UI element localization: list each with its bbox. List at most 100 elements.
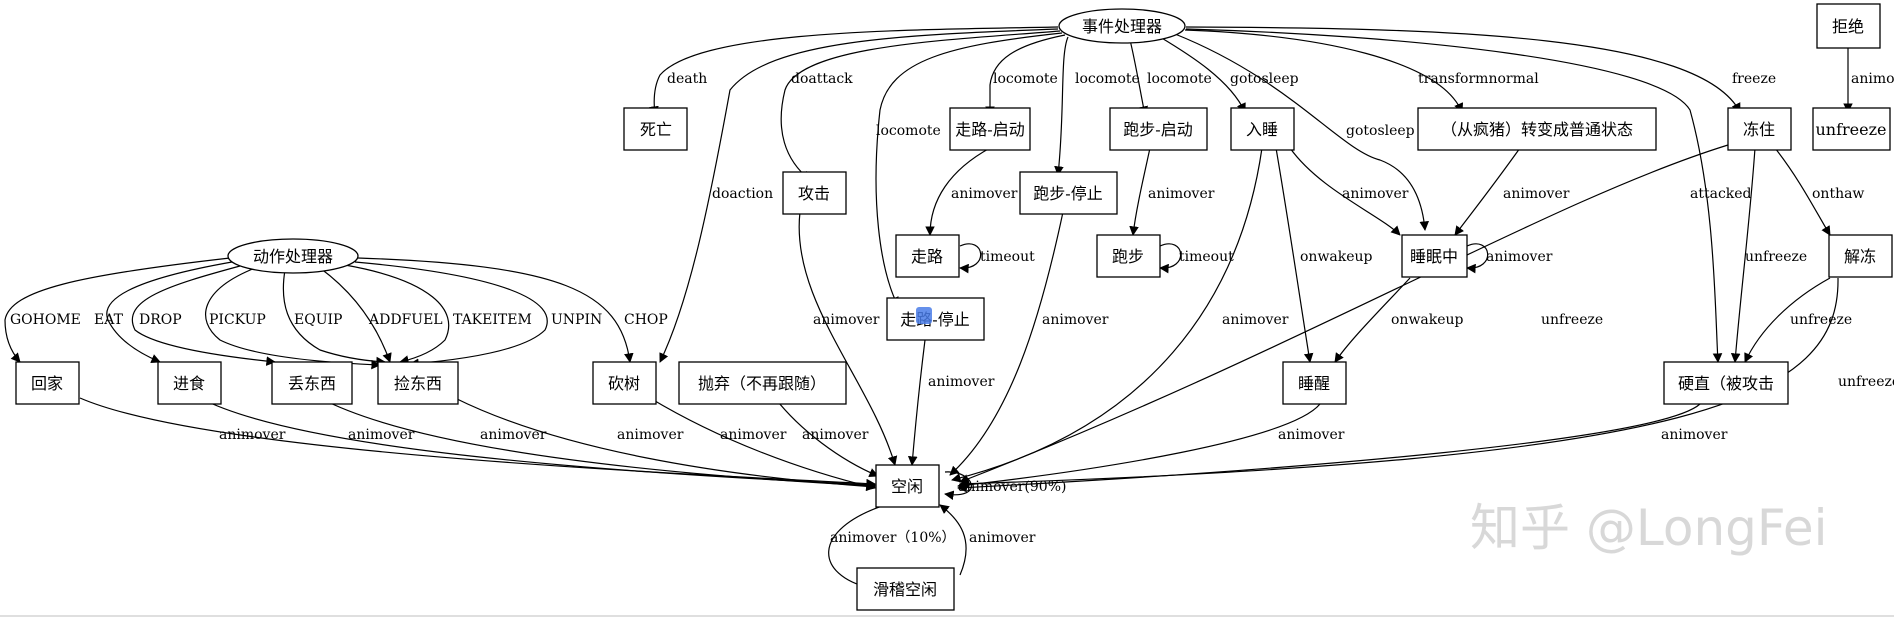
edge-label: UNPIN — [551, 312, 602, 328]
edge-label: animover — [813, 312, 880, 328]
edge-action-equip — [282, 269, 386, 367]
edge-sleeping-self — [1466, 243, 1489, 274]
node-chop: 砍树 — [592, 361, 657, 405]
edge-label: unfreeze — [1838, 374, 1894, 390]
node-walk-stop: 走路-停止 — [886, 297, 985, 341]
node-drop: 丢东西 — [271, 361, 353, 405]
node-frozen: 冻住 — [1727, 107, 1792, 151]
node-label: 睡眠中 — [1410, 247, 1458, 266]
edge-label: locomote — [1075, 71, 1140, 87]
node-label: 砍树 — [608, 374, 640, 393]
edge-action-takeitem — [344, 264, 450, 365]
node-death: 死亡 — [623, 107, 688, 151]
node-label: 跑步-停止 — [1033, 184, 1102, 203]
edge-action-pickup — [205, 267, 381, 370]
edge-fall-asleep-idle — [951, 147, 1263, 483]
edge-label: locomote — [993, 71, 1058, 87]
node-go-home: 回家 — [15, 361, 80, 405]
edge-event-walk-start — [985, 34, 1066, 116]
edge-funny-idle — [939, 504, 967, 576]
node-label: 睡醒 — [1298, 374, 1330, 393]
node-action-handler: 动作处理器 — [227, 238, 359, 274]
edge-label: death — [667, 71, 707, 87]
edge-label: animover — [1278, 427, 1345, 443]
edge-run-self — [1159, 243, 1182, 274]
edges — [4, 26, 1853, 591]
edge-label: timeout — [1179, 249, 1234, 265]
edge-run-stop-idle — [949, 211, 1064, 476]
edge-run-start-run — [1129, 147, 1151, 236]
edge-label: onwakeup — [1300, 249, 1373, 265]
edge-event-frozen — [1185, 26, 1741, 113]
edge-label: TAKEITEM — [453, 312, 532, 328]
node-label: 硬直（被攻击 — [1678, 374, 1774, 393]
node-attack: 攻击 — [782, 171, 847, 215]
edge-label: animover — [802, 427, 869, 443]
node-label: 空闲 — [891, 477, 923, 496]
edge-wakeup-idle — [957, 403, 1321, 490]
edge-thaw-hit — [1744, 277, 1831, 363]
edge-label: unfreeze — [1541, 312, 1603, 328]
edge-event-death — [649, 26, 1059, 116]
edge-label: animover — [480, 427, 547, 443]
edge-fall-asleep-sleeping — [1289, 147, 1401, 236]
node-label: 攻击 — [798, 184, 830, 203]
edge-frozen-thaw — [1774, 147, 1831, 236]
edge-event-chop — [659, 28, 1059, 363]
edge-label: unfreeze — [1790, 312, 1852, 328]
edge-label: locomote — [1147, 71, 1212, 87]
edge-label: EAT — [94, 312, 124, 328]
edge-idle-self — [944, 471, 972, 501]
edge-label: PICKUP — [209, 312, 266, 328]
node-fall-asleep: 入睡 — [1230, 107, 1295, 151]
node-run: 跑步 — [1096, 234, 1161, 278]
edge-drop-idle — [319, 397, 876, 491]
node-label: 回家 — [31, 374, 63, 393]
node-label: 滑稽空闲 — [873, 580, 937, 599]
edge-action-chop — [357, 257, 634, 363]
edge-label: animover — [348, 427, 415, 443]
edge-event-walk-stop — [875, 32, 1063, 307]
edge-abandon-idle — [774, 397, 879, 478]
edge-event-hit — [1185, 28, 1723, 363]
edge-label: CHOP — [624, 312, 668, 328]
node-hit: 硬直（被攻击 — [1663, 361, 1789, 405]
edge-label: GOHOME — [10, 312, 81, 328]
edge-label: onwakeup — [1391, 312, 1464, 328]
node-unfreeze: unfreeze — [1812, 107, 1891, 151]
edge-label: ADDFUEL — [368, 312, 443, 328]
edge-event-sleeping — [1174, 33, 1429, 231]
node-label: （从疯猪）转变成普通状态 — [1441, 120, 1633, 139]
edge-event-transform — [1184, 29, 1464, 113]
node-label: 走路-停止 — [900, 310, 969, 329]
edge-event-run-stop — [1054, 36, 1069, 176]
node-wake-up: 睡醒 — [1282, 361, 1347, 405]
edge-label: animover — [617, 427, 684, 443]
edge-label: animov — [1851, 71, 1894, 87]
node-label: unfreeze — [1815, 120, 1886, 139]
edge-label: locomote — [876, 123, 941, 139]
node-label: 跑步 — [1112, 247, 1144, 266]
node-label: 走路 — [911, 247, 943, 266]
edge-label: animover — [951, 186, 1018, 202]
edge-idle-funny — [828, 504, 886, 591]
edge-label: animover — [720, 427, 787, 443]
edge-label: gotosleep — [1230, 71, 1299, 87]
edge-label: animover（10%） — [830, 530, 956, 546]
edge-sleeping-wakeup — [1334, 277, 1411, 363]
edge-label: animover — [1342, 186, 1409, 202]
node-pickup: 捡东西 — [377, 361, 459, 405]
edge-action-eat — [106, 261, 233, 364]
node-label: 捡东西 — [394, 374, 442, 393]
node-label: 走路-启动 — [955, 120, 1024, 139]
node-label: 进食 — [173, 374, 205, 393]
edge-walk-self — [959, 243, 982, 274]
node-walk: 走路 — [895, 234, 960, 278]
node-label: 冻住 — [1743, 120, 1775, 139]
edge-label: gotosleep — [1346, 123, 1415, 139]
edge-label: animover — [1486, 249, 1553, 265]
node-transform-normal: （从疯猪）转变成普通状态 — [1417, 107, 1657, 151]
edge-event-attack — [780, 30, 1061, 181]
node-label: 丢东西 — [288, 374, 336, 393]
edge-label: onthaw — [1812, 186, 1864, 202]
